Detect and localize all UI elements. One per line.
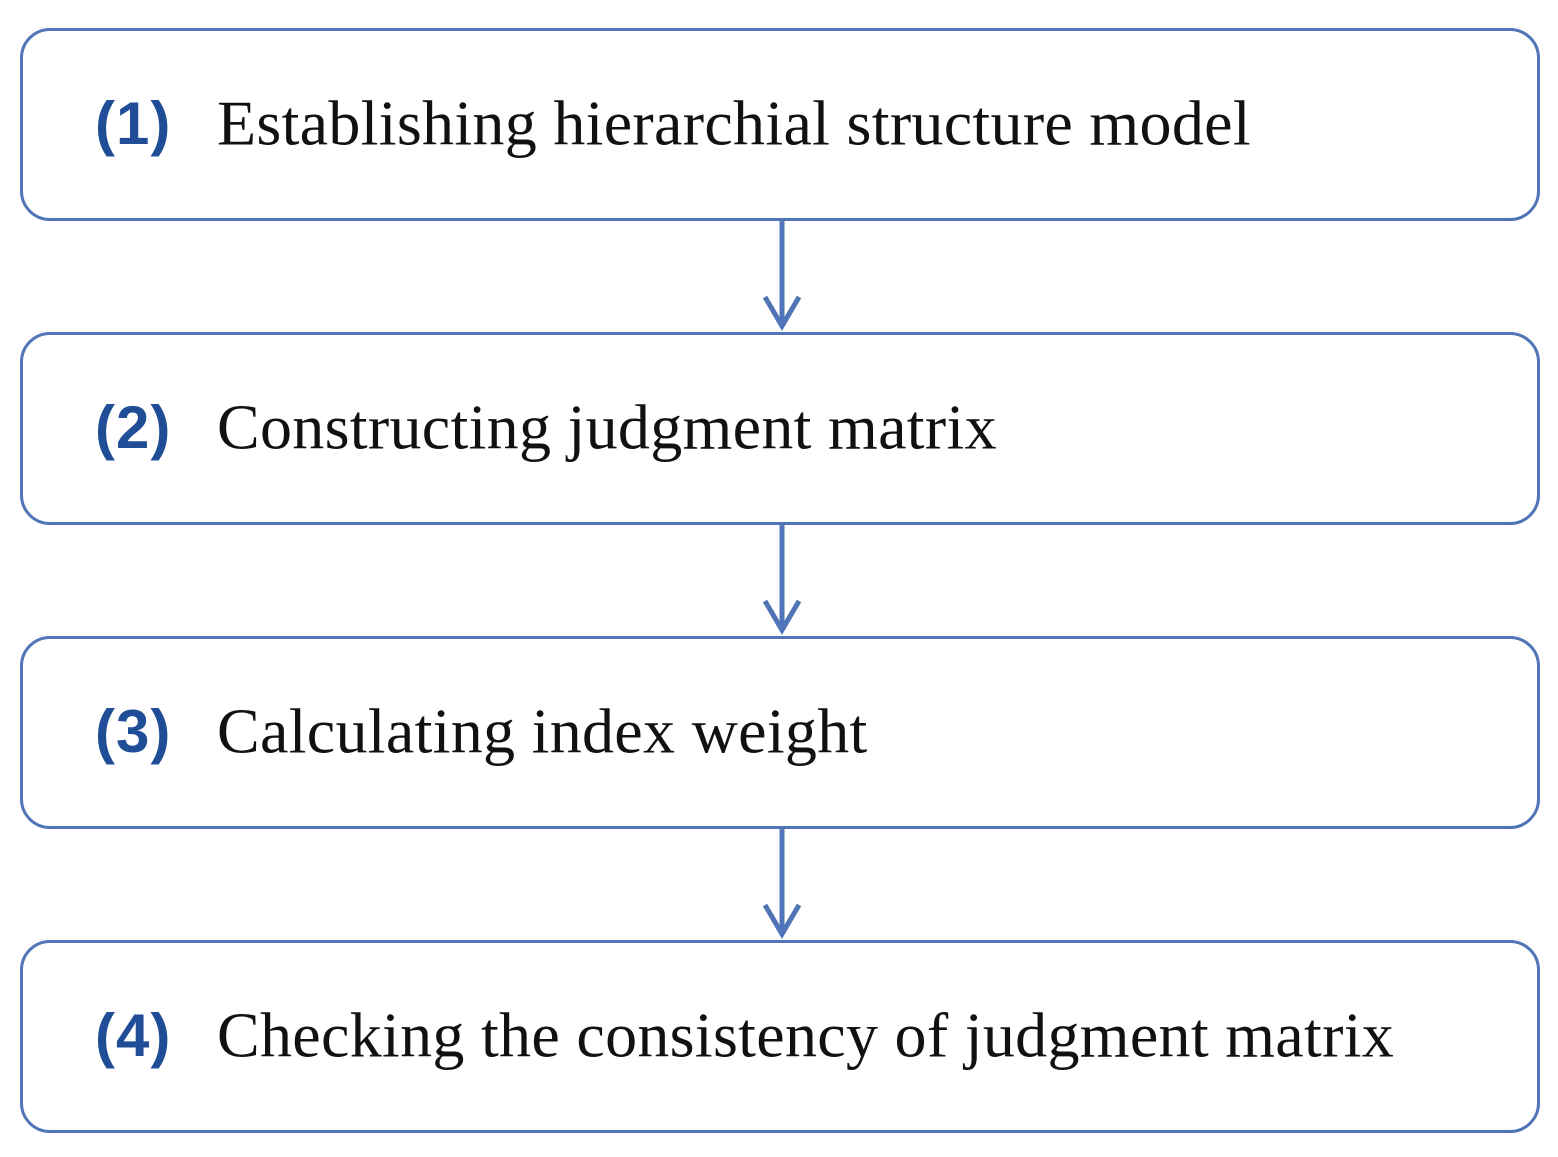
step-number: (3) [95,697,172,765]
step-box-1: (1) Establishing hierarchial structure m… [20,28,1540,221]
arrow-down-icon [762,221,802,331]
step-number: (4) [95,1001,172,1069]
step-label: Constructing judgment matrix [217,391,997,463]
step-box-2: (2) Constructing judgment matrix [20,332,1540,525]
step-number: (2) [95,393,172,461]
step-label: Establishing hierarchial structure model [217,87,1251,159]
step-label: Checking the consistency of judgment mat… [217,999,1395,1071]
arrow-down-icon [762,829,802,939]
step-box-3: (3) Calculating index weight [20,636,1540,829]
step-number: (1) [95,89,172,157]
step-box-4: (4) Checking the consistency of judgment… [20,940,1540,1133]
step-label: Calculating index weight [217,695,868,767]
arrow-down-icon [762,525,802,635]
